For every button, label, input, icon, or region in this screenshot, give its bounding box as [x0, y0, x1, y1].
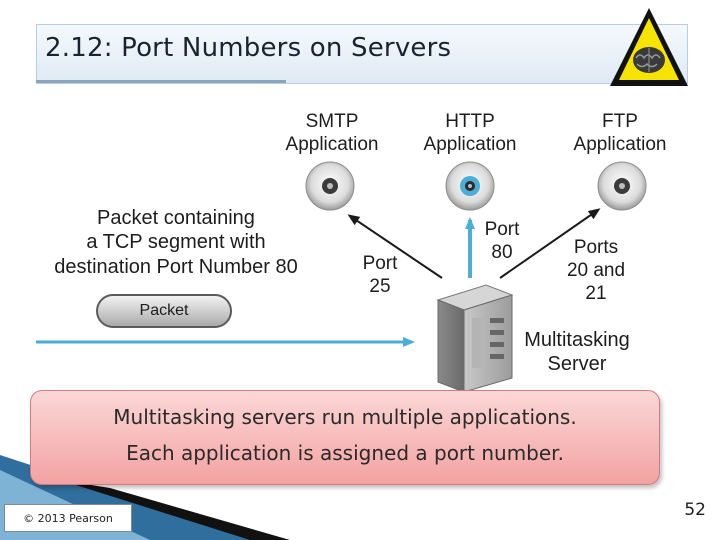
- ftp-label-line1: FTP: [602, 111, 638, 132]
- server-label-line1: Multitasking: [524, 329, 630, 351]
- smtp-label-line2: Application: [285, 134, 379, 156]
- http-label-line2: Application: [423, 134, 517, 156]
- slide-title: 2.12: Port Numbers on Servers: [45, 33, 452, 63]
- page-number: 52: [684, 500, 706, 520]
- brain-warning-icon: [610, 8, 688, 86]
- port-80-label: Port 80: [474, 218, 530, 264]
- disc-icon-ftp: [597, 161, 647, 211]
- port-80-line1: Port: [484, 219, 520, 240]
- server-label-line2: Server: [547, 353, 607, 376]
- ftp-application-label: FTP Application: [560, 110, 680, 156]
- packet-pill: Packet: [96, 294, 232, 328]
- decor-swoosh-black: [60, 480, 290, 540]
- port-80-line2: 80: [491, 242, 513, 264]
- copyright-text: © 2013 Pearson: [23, 512, 113, 525]
- packet-description-line1: Packet containing: [97, 207, 255, 229]
- arrow-to-ftp: [499, 208, 601, 279]
- http-label-line1: HTTP: [445, 111, 495, 132]
- ports-20-21-line3: 21: [585, 283, 607, 305]
- title-bar: 2.12: Port Numbers on Servers: [36, 24, 688, 84]
- smtp-label-line1: SMTP: [305, 111, 359, 132]
- ports-20-21-line1: Ports: [573, 237, 619, 258]
- arrow-to-smtp: [347, 214, 443, 279]
- packet-description-line3: destination Port Number 80: [54, 255, 298, 278]
- port-25-label: Port 25: [350, 252, 410, 298]
- http-application-label: HTTP Application: [410, 110, 530, 156]
- ports-20-21-line2: 20 and: [566, 260, 626, 282]
- callout-line1: Multitasking servers run multiple applic…: [113, 405, 577, 429]
- packet-description: Packet containing a TCP segment with des…: [24, 206, 328, 279]
- ftp-label-line2: Application: [573, 134, 667, 156]
- server-tower-icon: [436, 284, 514, 393]
- callout-line2: Each application is assigned a port numb…: [126, 441, 564, 465]
- disc-icon-smtp: [305, 161, 355, 211]
- packet-label: Packet: [139, 302, 189, 319]
- ports-20-21-label: Ports 20 and 21: [556, 236, 636, 306]
- summary-callout: Multitasking servers run multiple applic…: [30, 390, 660, 485]
- port-25-line1: Port: [362, 253, 398, 274]
- packet-description-line2: a TCP segment with: [86, 231, 266, 254]
- server-label: Multitasking Server: [512, 328, 642, 377]
- title-underline: [36, 80, 286, 83]
- port-25-line2: 25: [369, 276, 391, 298]
- smtp-application-label: SMTP Application: [272, 110, 392, 156]
- copyright-box: © 2013 Pearson: [4, 504, 132, 532]
- disc-icon-http: [445, 161, 495, 211]
